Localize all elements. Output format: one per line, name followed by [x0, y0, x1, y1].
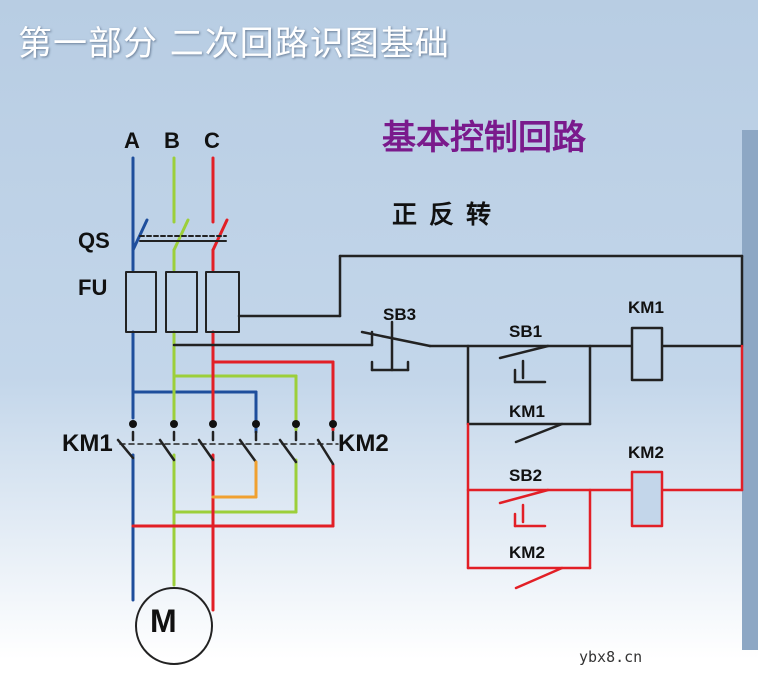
fu-fuses [125, 271, 240, 333]
phase-a-wire [131, 156, 258, 602]
sb3-label: SB3 [383, 305, 417, 324]
km2-main-label: KM2 [338, 430, 389, 457]
control-circuit [172, 254, 744, 444]
km2-coil-label: KM2 [628, 443, 664, 462]
phase-label-a: A [124, 128, 140, 153]
watermark: ybx8.cn [579, 648, 643, 666]
diagram-subtitle: 基本控制回路 [382, 118, 586, 158]
km1-aux-label: KM1 [509, 402, 545, 421]
fu-label: FU [78, 275, 108, 300]
mode-label: 正反转 [392, 200, 504, 229]
km2-aux-label: KM2 [509, 543, 545, 562]
sb2-label: SB2 [509, 466, 543, 485]
motor-label: M [150, 603, 177, 639]
main-contacts [116, 430, 339, 466]
phase-crossover [211, 460, 258, 499]
phase-label-c: C [204, 128, 220, 153]
page-title: 第一部分 二次回路识图基础 [18, 24, 450, 64]
right-edge-band [742, 130, 758, 650]
phase-label-b: B [164, 128, 180, 153]
contact-dots [129, 420, 337, 428]
km1-main-label: KM1 [62, 430, 113, 457]
sb1-label: SB1 [509, 322, 543, 341]
qs-switch [139, 235, 227, 242]
control-circuit-red [466, 344, 744, 590]
motor [135, 587, 213, 665]
km1-coil-label: KM1 [628, 298, 664, 317]
phase-b-wire [172, 156, 298, 587]
phase-c-wire [131, 156, 335, 612]
qs-label: QS [78, 228, 110, 253]
